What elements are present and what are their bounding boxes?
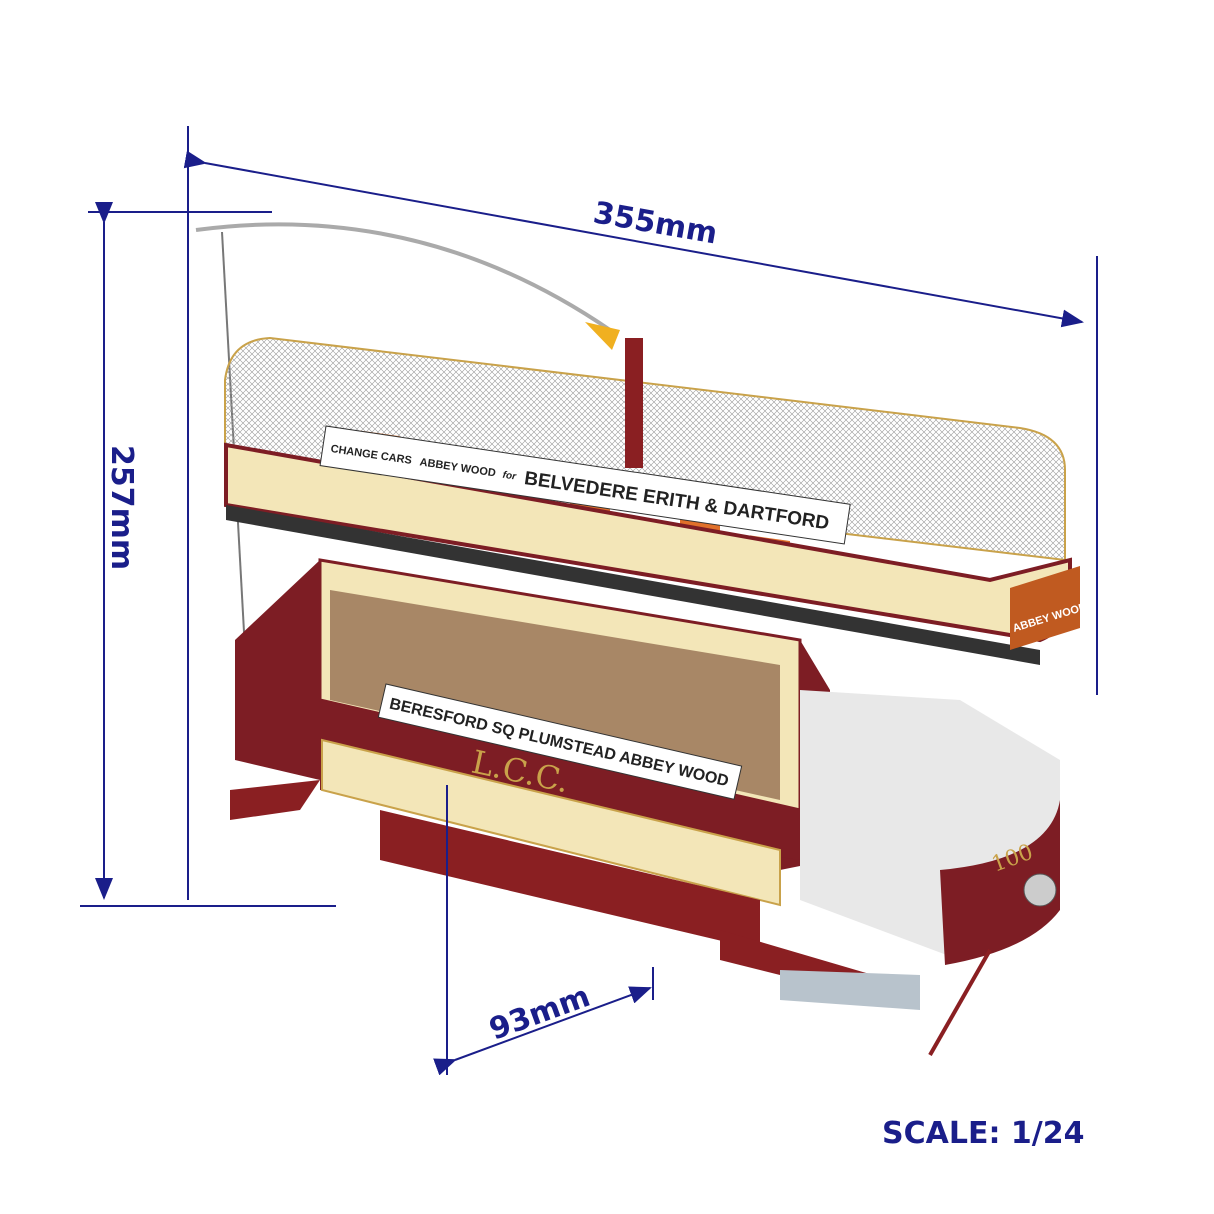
front-destination-board: ABBEY WOOD	[1010, 566, 1088, 650]
tram-model-image: CHANGE CARS ABBEY WOOD for BELVEDERE ERI…	[195, 222, 1088, 1056]
scale-label: SCALE: 1/24	[882, 1116, 1085, 1151]
width-label: 93mm	[485, 979, 595, 1048]
top-sign-for: for	[502, 470, 518, 483]
length-dimension	[183, 126, 1098, 900]
length-label: 355mm	[591, 195, 720, 251]
height-label: 257mm	[104, 445, 139, 570]
width-dimension	[433, 785, 654, 1076]
trolley-pole	[195, 222, 612, 332]
height-dimension	[80, 202, 336, 907]
